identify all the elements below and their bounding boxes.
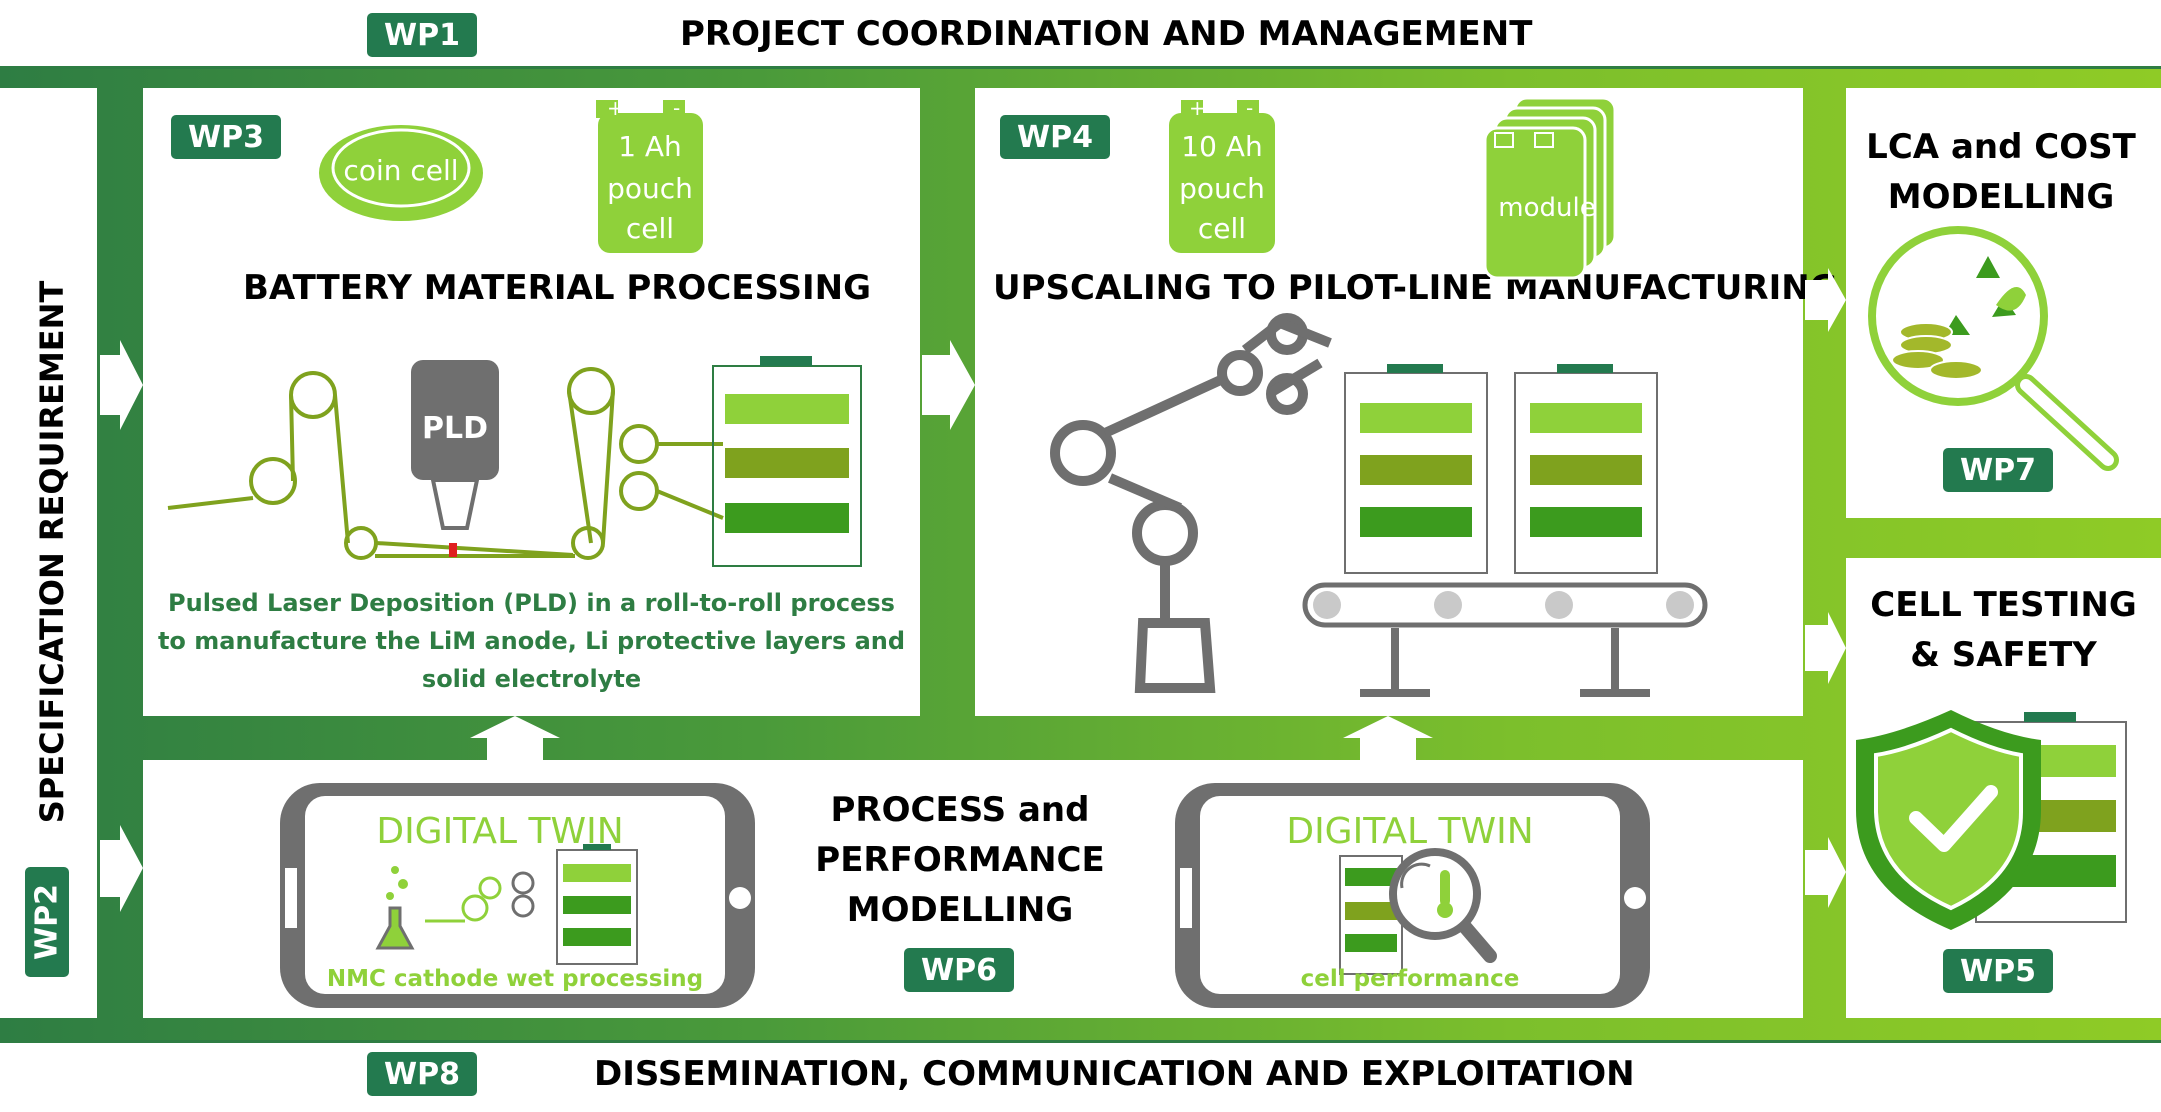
- wp3-description: Pulsed Laser Deposition (PLD) in a roll-…: [143, 584, 920, 698]
- wp5-title: CELL TESTING & SAFETY: [1846, 580, 2161, 680]
- arrow-wp2-to-wp6: [100, 825, 143, 912]
- wp5-title-line2: & SAFETY: [1910, 635, 2097, 675]
- safety-shield-icon: [1856, 710, 2127, 930]
- wp2-column: [0, 88, 97, 1018]
- pld-icon: PLD: [411, 360, 499, 557]
- arrow-wp6-to-wp3: [470, 716, 560, 760]
- wp8-title: DISSEMINATION, COMMUNICATION AND EXPLOIT…: [594, 1054, 1635, 1094]
- wp1-banner: [0, 0, 2161, 69]
- arrow-wp4-to-wp5: [1805, 612, 1846, 684]
- twin-left-caption: NMC cathode wet processing: [327, 966, 703, 992]
- conveyor-batteries-icon: [1302, 364, 1708, 697]
- wp6-title-line3: MODELLING: [846, 890, 1074, 930]
- wp3-tag: WP3: [171, 115, 281, 159]
- wp2-tag: WP2: [25, 867, 69, 977]
- pouch-label-1: 1 Ah: [618, 130, 682, 163]
- wp3-desc-line1: Pulsed Laser Deposition (PLD) in a roll-…: [168, 589, 895, 617]
- wp3-illustrations: coin cell + - 1 Ah pouch cell: [167, 96, 862, 567]
- coin-cell-label: coin cell: [343, 154, 458, 187]
- pouch10-label-3: cell: [1198, 212, 1246, 245]
- wp7-title-line1: LCA and COST: [1866, 127, 2136, 167]
- wp5-tag: WP5: [1943, 949, 2053, 993]
- pld-label: PLD: [422, 411, 488, 446]
- wp3-desc-line3: solid electrolyte: [421, 665, 642, 693]
- wp6-title: PROCESS and PERFORMANCE MODELLING: [780, 785, 1140, 935]
- wp1-title: PROJECT COORDINATION AND MANAGEMENT: [680, 14, 1533, 54]
- wp5-title-line1: CELL TESTING: [1870, 585, 2137, 625]
- wp6-title-line2: PERFORMANCE: [815, 840, 1105, 880]
- wp1-tag: WP1: [367, 13, 477, 57]
- wp3-desc-line2: to manufacture the LiM anode, Li protect…: [157, 627, 906, 655]
- pouch-label-3: cell: [626, 212, 674, 245]
- pouch10-label-2: pouch: [1179, 172, 1265, 205]
- wp7-title-line2: MODELLING: [1887, 177, 2115, 217]
- wp6-tag: WP6: [904, 948, 1014, 992]
- svg-text:-: -: [1246, 96, 1253, 120]
- digital-twin-right-icon: DIGITAL TWIN cell performance: [1175, 783, 1650, 1008]
- module-icon: module: [1483, 96, 1617, 280]
- arrow-wp3-to-wp4: [922, 340, 975, 430]
- pouch-cell-10ah-icon: + - 10 Ah pouch cell: [1169, 96, 1275, 253]
- wp4-illustrations: + - 10 Ah pouch cell module: [1050, 96, 1708, 697]
- pouch-cell-icon: + - 1 Ah pouch cell: [596, 96, 703, 253]
- wp7-tag: WP7: [1943, 448, 2053, 492]
- twin-right-caption: cell performance: [1301, 966, 1520, 992]
- pouch10-label-1: 10 Ah: [1181, 130, 1262, 163]
- module-label: module: [1498, 193, 1595, 223]
- wp3-title: BATTERY MATERIAL PROCESSING: [243, 268, 871, 308]
- arrow-wp6-to-wp5: [1805, 837, 1846, 908]
- battery-icon: [712, 356, 862, 567]
- wp8-tag: WP8: [367, 1052, 477, 1096]
- coin-cell-icon: coin cell: [319, 125, 483, 221]
- wp4-title: UPSCALING TO PILOT-LINE MANUFACTURING: [993, 268, 1838, 308]
- svg-text:+: +: [1189, 96, 1206, 120]
- digital-twin-left-icon: DIGITAL TWIN NMC cathode wet processing: [280, 783, 755, 1008]
- robot-arm-icon: [1050, 313, 1332, 693]
- wp7-title: LCA and COST MODELLING: [1846, 122, 2156, 222]
- arrow-wp6-to-wp4: [1343, 716, 1433, 760]
- twin-right-title: DIGITAL TWIN: [1286, 811, 1533, 852]
- wp4-tag: WP4: [1000, 115, 1110, 159]
- pouch-label-2: pouch: [607, 172, 693, 205]
- svg-text:+: +: [607, 96, 624, 120]
- wp8-banner: [0, 1040, 2161, 1112]
- lca-magnifier-icon: [1868, 226, 2119, 471]
- svg-text:-: -: [673, 96, 680, 120]
- wp2-title: SPECIFICATION REQUIREMENT: [33, 280, 71, 824]
- roll-to-roll-icon: [167, 367, 724, 560]
- twin-left-title: DIGITAL TWIN: [376, 811, 623, 852]
- wp6-title-line1: PROCESS and: [830, 790, 1090, 830]
- arrow-wp2-to-wp3: [100, 340, 143, 430]
